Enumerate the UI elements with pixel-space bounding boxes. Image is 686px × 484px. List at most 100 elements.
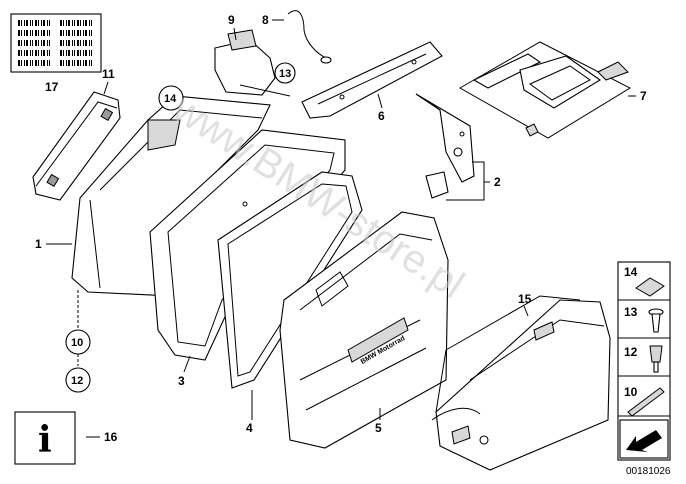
barcode-stripe [60, 40, 62, 46]
barcode-stripe [77, 20, 79, 26]
barcode-stripe [24, 50, 25, 56]
barcode-stripe [89, 30, 90, 36]
barcode-stripe [49, 40, 50, 46]
barcode-stripe [49, 20, 50, 26]
cable-part [287, 10, 332, 64]
barcode-stripe [41, 50, 42, 56]
rivet-icon [649, 345, 663, 373]
barcode-stripe [74, 60, 75, 66]
barcode-stripe [68, 30, 70, 36]
barcode-stripe [30, 40, 31, 46]
barcode-stripe [35, 50, 37, 56]
barcode-stripe [63, 40, 64, 46]
info-icon: i [14, 411, 76, 465]
barcode-stripe [85, 20, 87, 26]
legend-10: 10 [624, 385, 638, 399]
barcode-stripe [80, 40, 81, 46]
svg-text:i: i [38, 419, 52, 461]
barcode-stripe [60, 20, 62, 26]
barcode-stripe [18, 40, 20, 46]
barcode-stripe [26, 30, 28, 36]
barcode-stripe [30, 50, 31, 56]
gasket-part [217, 171, 363, 389]
label-6: 6 [378, 109, 385, 123]
barcode-stripe [85, 40, 87, 46]
barcode-stripe [80, 30, 81, 36]
barcode-stripe [38, 50, 39, 56]
label-1: 1 [35, 237, 42, 251]
arrow-icon [619, 419, 669, 459]
screw-icon [648, 308, 664, 333]
barcode-stripe [80, 20, 81, 26]
barcode-stripe [21, 30, 22, 36]
circle-label-13-text: 13 [279, 68, 291, 80]
pin-icon [627, 387, 665, 417]
circle-label-12-text: 12 [71, 375, 83, 387]
barcode-stripe [77, 50, 79, 56]
barcode-stripe [21, 50, 22, 56]
label-8: 8 [262, 13, 269, 27]
barcode-stripe [26, 60, 28, 66]
barcode-stripe [72, 20, 73, 26]
circle-label-14 [158, 85, 184, 111]
bracket-part [415, 93, 475, 199]
circle-label-10-text: 10 [71, 337, 83, 349]
barcode-stripe [38, 30, 39, 36]
barcode-stripe [21, 40, 22, 46]
barcode-stripe [60, 60, 62, 66]
barcode-stripe [63, 30, 64, 36]
barcode-stripe [85, 60, 87, 66]
barcode-stripe [49, 60, 50, 66]
barcode-stripe [66, 50, 67, 56]
barcode-stripe [38, 40, 39, 46]
barcode-stripe [72, 50, 73, 56]
barcode-stripe [38, 20, 39, 26]
barcode-stripe [43, 50, 45, 56]
barcode-stripe [74, 50, 75, 56]
barcode-stripe [68, 50, 70, 56]
barcode-stripe [26, 40, 28, 46]
barcode-stripe [63, 50, 64, 56]
barcode-stripe [74, 30, 75, 36]
barcode-stripe [38, 60, 39, 66]
barcode-stripe [80, 60, 81, 66]
barcode-stripe [91, 50, 92, 56]
barcode-stripe [24, 20, 25, 26]
legend-13: 13 [624, 305, 638, 319]
barcode-stripe [91, 20, 92, 26]
barcode-stripe [68, 60, 70, 66]
label-17: 17 [45, 80, 59, 94]
barcode-stripe [72, 40, 73, 46]
legend-12: 12 [624, 345, 638, 359]
barcode-stripe [89, 40, 90, 46]
label-7: 7 [640, 89, 647, 103]
barcode-stripe [24, 30, 25, 36]
barcode-stripe [32, 30, 33, 36]
barcode-stripe [30, 30, 31, 36]
barcode-stripe [18, 60, 20, 66]
barcode-stripe [60, 30, 62, 36]
soft-bag-part [431, 295, 611, 471]
barcode-stripe [18, 50, 20, 56]
barcode-stripe [43, 60, 45, 66]
barcode-stripe [89, 50, 90, 56]
barcode-stripe [91, 30, 92, 36]
barcode-stripe [47, 30, 48, 36]
barcode-stripe [72, 60, 73, 66]
circle-label-12 [65, 367, 91, 393]
barcode-stripe [66, 20, 67, 26]
barcode-stripe [72, 30, 73, 36]
barcode-stripe [41, 60, 42, 66]
label-16: 16 [104, 430, 118, 444]
barcode-stripe [89, 20, 90, 26]
barcode-stripe [91, 60, 92, 66]
barcode-stripe [47, 60, 48, 66]
barcode-stripe [43, 40, 45, 46]
barcode-stripe [63, 20, 64, 26]
barcode-stripe [83, 50, 84, 56]
barcode-label-part [10, 13, 102, 73]
barcode-stripe [47, 20, 48, 26]
barcode-stripe [24, 40, 25, 46]
barcode-stripe [35, 40, 37, 46]
